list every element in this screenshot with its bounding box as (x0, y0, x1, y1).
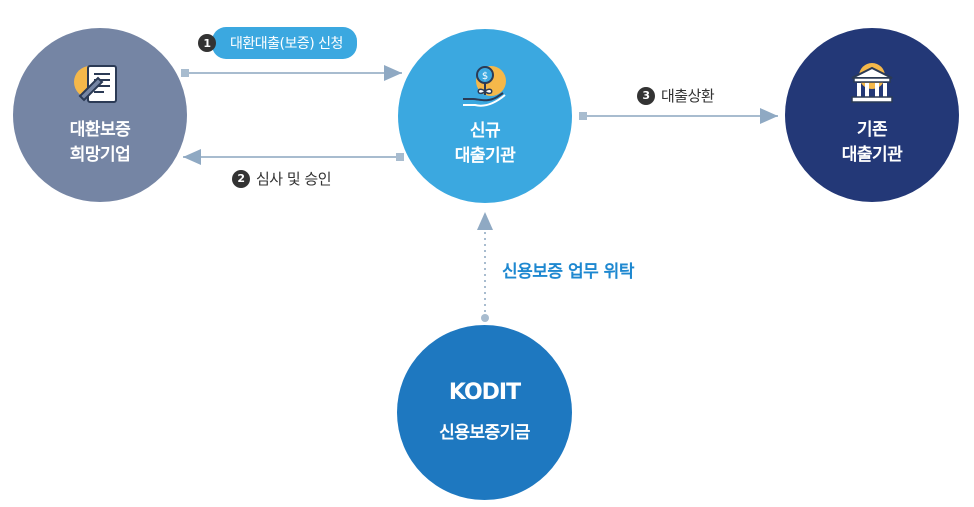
step-1-apply: 1 대환대출(보증) 신청 (198, 27, 357, 59)
delegate-label: 신용보증 업무 위탁 (502, 262, 634, 282)
step-number: 3 (637, 86, 655, 105)
node-kodit: KODIT 신용보증기금 (397, 325, 572, 500)
node-applicant: 대환보증 희망기업 (13, 28, 187, 202)
svg-text:$: $ (482, 71, 488, 82)
step-label: 대출상환 (661, 87, 715, 105)
node-label-line1: 신규 (469, 121, 501, 141)
kodit-logo: KODIT (448, 379, 521, 405)
step-number: 2 (232, 169, 250, 188)
node-label-line2: 대출기관 (841, 145, 903, 165)
money-plant-hand-icon: $ (463, 66, 506, 107)
node-old-lender: 기존 대출기관 (785, 28, 959, 202)
bank-building-icon (851, 63, 893, 103)
contract-pen-icon (74, 65, 117, 103)
node-new-lender: $ 신규 대출기관 (398, 29, 572, 203)
node-label-line1: 기존 (856, 120, 888, 140)
node-label-line2: 희망기업 (69, 145, 131, 165)
node-label: 신용보증기금 (439, 422, 530, 443)
step-3-repay: 3 대출상환 (637, 85, 715, 106)
step-label: 대환대출(보증) 신청 (212, 27, 357, 59)
step-label: 심사 및 승인 (256, 170, 332, 188)
step-number: 1 (198, 34, 216, 52)
step-2-approve: 2 심사 및 승인 (232, 168, 332, 189)
node-label-line1: 대환보증 (69, 120, 131, 140)
node-label-line2: 대출기관 (454, 146, 516, 166)
